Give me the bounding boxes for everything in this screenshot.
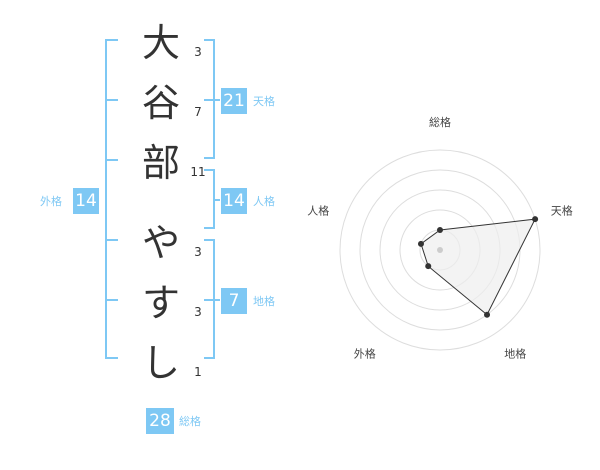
soukaku-value: 28 [146,408,174,434]
stroke-count-2: 7 [194,105,202,119]
name-char-3: 部 [141,141,180,185]
radar-point-4 [425,263,432,270]
tenkaku-label: 天格 [253,95,275,108]
outer-bracket [105,39,118,359]
radar-shape [420,218,536,316]
stroke-count-3: 11 [190,165,206,179]
gaikaku-value: 14 [73,188,99,214]
radar-axis-label-4: 外格 [354,347,376,361]
radar-axis-label-2: 天格 [551,203,573,217]
gaikaku-label: 外格 [40,195,62,208]
jinkaku-value: 14 [221,188,247,214]
chikaku-value: 7 [221,288,247,314]
jinkaku-label: 人格 [253,195,275,208]
stroke-count-6: 1 [194,365,202,379]
name-char-6: し [141,341,180,385]
name-char-2: 谷 [141,81,180,125]
stroke-count-4: 3 [194,245,202,259]
soukaku-label: 総格 [179,415,201,428]
radar-point-1 [437,227,443,233]
name-char-5: す [141,281,180,325]
stroke-count-1: 3 [194,45,202,59]
radar-axis-label-5: 人格 [307,203,329,217]
radar-point-3 [484,311,491,318]
tenkaku-value: 21 [221,88,247,114]
radar-point-5 [417,240,424,247]
radar-center-dot [437,247,443,253]
name-char-4: や [141,221,180,265]
radar-point-2 [532,216,539,223]
radar-axis-label-3: 地格 [504,347,526,361]
stroke-count-5: 3 [194,305,202,319]
radar-ring-5 [339,149,541,351]
name-char-1: 大 [141,21,180,65]
chikaku-label: 地格 [253,295,275,308]
radar-axis-label-1: 総格 [429,115,451,129]
